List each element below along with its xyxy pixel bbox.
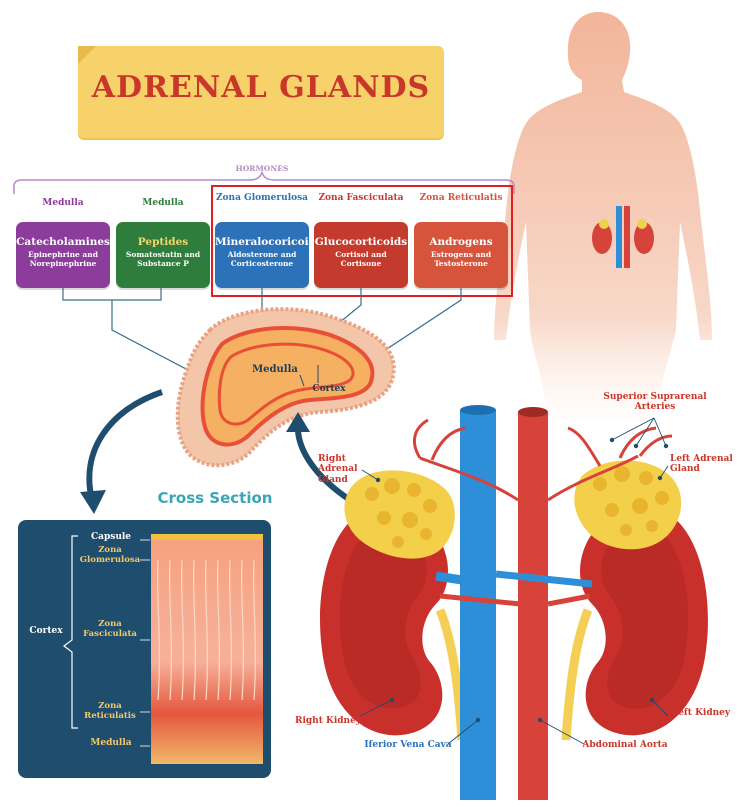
banner-corner-fold [78,46,96,64]
cs-label-capsule: Capsule [90,532,132,542]
hormone-box-peptides: Peptides Somatostatin and Substance P [116,222,210,288]
hormone-name: Peptides [137,236,189,248]
hormone-box-androgens: Androgens Estrogens and Testosterone [414,222,508,288]
label-left-kidney: Left Kidney [671,708,731,718]
hormone-desc: Epinephrine and Norepinephrine [28,250,98,268]
hormone-desc: Cortisol and Cortisone [335,250,387,268]
gland-label-medulla: Medulla [252,364,298,375]
hormone-desc: Estrogens and Testosterone [430,250,492,268]
label-superior-suprarenal-arteries: Superior Suprarenal Arteries [603,392,707,413]
label-inferior-vena-cava: Iferior Vena Cava [364,740,452,750]
label-right-kidney: Right Kidney [294,716,362,726]
gland-label-cortex: Cortex [312,384,346,394]
cs-label-cortex: Cortex [29,626,63,636]
title-banner [78,46,444,138]
label-right-adrenal-gland: Right Adrenal Gland [318,454,358,485]
hormone-category: Zona Glomerulosa [215,193,309,203]
label-abdominal-aorta: Abdominal Aorta [582,740,668,750]
hormone-box-glucocorticoids: Glucocorticoids Cortisol and Cortisone [314,222,408,288]
hormone-name: Mineralocoricoids [215,236,322,248]
hormone-desc: Somatostatin and Substance P [125,250,201,268]
hormone-name: Catecholamines [16,236,110,248]
hormone-box-catecholamines: Catecholamines Epinephrine and Norepinep… [16,222,110,288]
hormone-category: Zona Fasciculata [318,193,404,203]
hormone-name: Androgens [429,236,493,248]
page-title: ADRENAL GLANDS [91,70,431,105]
hormone-category: Medulla [142,198,184,208]
cs-label-medulla: Medulla [90,738,132,748]
hormones-label: HORMONES [235,164,289,173]
cs-label-zona-reticulatis: Zona Reticulatis [84,701,136,721]
hormone-desc: Aldosterone and Corticosterone [227,250,297,268]
hormone-category: Zona Reticulatis [419,193,503,203]
label-left-adrenal-gland: Left Adrenal Gland [670,454,733,475]
cs-label-zona-fasciculata: Zona Fasciculata [83,619,137,639]
hormone-category: Medulla [42,198,84,208]
cross-section-heading: Cross Section [157,489,273,507]
cs-label-zona-glomerulosa: Zona Glomerulosa [79,545,141,565]
hormone-box-mineralocorticoids: Mineralocoricoids Aldosterone and Cortic… [215,222,322,288]
hormone-name: Glucocorticoids [314,236,408,248]
